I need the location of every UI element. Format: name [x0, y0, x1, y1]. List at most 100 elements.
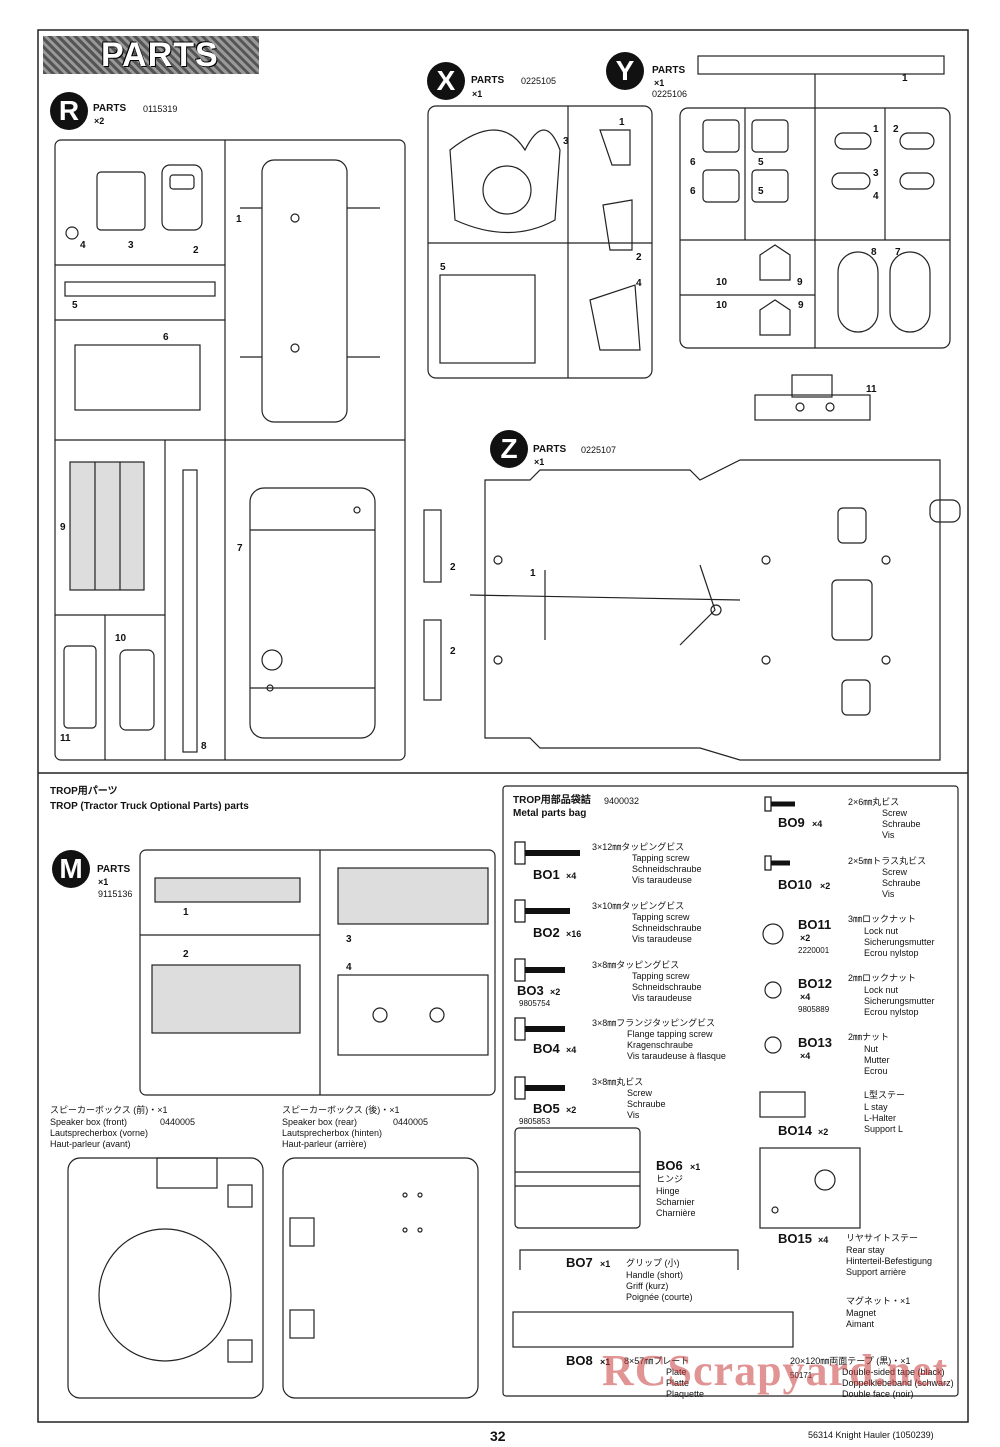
bo3-jp: 3×8㎜タッピングビス	[592, 960, 680, 970]
trop-heading-en: TROP (Tractor Truck Optional Parts) part…	[50, 801, 249, 812]
m-part-3: 3	[346, 934, 352, 945]
y-part-2: 2	[893, 124, 899, 135]
bo2-l1: Tapping screw	[632, 912, 690, 922]
bo8-l2: Platte	[666, 1378, 690, 1388]
m-part-4: 4	[346, 962, 352, 973]
bo7-l3: Poignée (courte)	[626, 1292, 693, 1302]
bo14-jp: L型ステー	[864, 1090, 906, 1100]
sprue-x-label: PARTS	[471, 75, 505, 86]
bo2-jp: 3×10㎜タッピングビス	[592, 901, 685, 911]
bo10-l3: Vis	[882, 889, 895, 899]
metal-parts-drawing	[502, 785, 959, 1397]
speaker-rear-fr: Haut-parleur (arrière)	[282, 1139, 367, 1149]
bo11-code: BO11	[798, 917, 832, 932]
bo11-l3: Ecrou nylstop	[864, 948, 919, 958]
bo5-l2: Schraube	[627, 1099, 666, 1109]
r-part-2: 2	[193, 245, 199, 256]
speaker-rear-jp: スピーカーボックス (後)・×1	[282, 1105, 400, 1115]
bo3-num: 9805754	[519, 999, 551, 1008]
bo7-l1: Handle (short)	[626, 1270, 684, 1280]
bo10-l1: Screw	[882, 867, 908, 877]
sprue-m-tag: M	[52, 850, 90, 888]
bo10-qty: ×2	[820, 881, 831, 891]
bo4-l1: Flange tapping screw	[627, 1029, 713, 1039]
bo14-l1: L stay	[864, 1102, 888, 1112]
bo1-qty: ×4	[566, 871, 577, 881]
sprue-y-qty: ×1	[654, 78, 665, 88]
bo1-l2: Schneidschraube	[632, 864, 702, 874]
bo15-l2: Hinterteil-Befestigung	[846, 1256, 933, 1266]
sprue-z-qty: ×1	[534, 457, 545, 467]
bo1-l1: Tapping screw	[632, 853, 690, 863]
sprue-r-label: PARTS	[93, 103, 127, 114]
bo4-l3: Vis taraudeuse à flasque	[627, 1051, 726, 1061]
bo7-qty: ×1	[600, 1259, 611, 1269]
bo4-code: BO4	[533, 1041, 560, 1056]
bo3-l1: Tapping screw	[632, 971, 690, 981]
sprue-m-qty: ×1	[98, 877, 109, 887]
watermark: RCScrapyard.net	[602, 1346, 949, 1395]
sprue-m-drawing	[139, 849, 496, 1096]
bo9-l3: Vis	[882, 830, 895, 840]
r-part-4: 4	[80, 240, 86, 251]
metal-bag-title-en: Metal parts bag	[513, 808, 587, 819]
y-part-1-runner: 1	[902, 73, 908, 84]
speaker-front-jp: スピーカーボックス (前)・×1	[50, 1105, 168, 1115]
y-part-8: 8	[871, 247, 877, 258]
bo9-code: BO9	[778, 815, 805, 830]
sprue-r-qty: ×2	[94, 116, 105, 126]
r-part-9: 9	[60, 522, 66, 533]
bo3-qty: ×2	[550, 987, 561, 997]
bo6-code: BO6	[656, 1158, 683, 1173]
y-part-11: 11	[866, 384, 877, 395]
bo15-jp: リヤサイトステー	[846, 1233, 919, 1243]
x-part-4: 4	[636, 278, 642, 289]
sprue-y-drawing	[679, 55, 951, 421]
x-part-5: 5	[440, 262, 446, 273]
bo3-l2: Schneidschraube	[632, 982, 702, 992]
bo6-l1: Hinge	[656, 1186, 680, 1196]
bo9-jp: 2×6㎜丸ビス	[848, 797, 900, 807]
bo8-jp: 8×57㎜プレート	[624, 1356, 690, 1366]
sprue-z-drawing	[423, 459, 961, 761]
screw-icons	[514, 796, 795, 1100]
bo5-code: BO5	[533, 1101, 560, 1116]
z-part-2b: 2	[450, 646, 456, 657]
bo13-l3: Ecrou	[864, 1066, 888, 1076]
y-part-1: 1	[873, 124, 879, 135]
tape-num: 50171	[790, 1371, 813, 1380]
bo7-l2: Griff (kurz)	[626, 1281, 669, 1291]
bo6-qty: ×1	[690, 1162, 701, 1172]
magnet-l2: Aimant	[846, 1319, 875, 1329]
y-part-9b: 9	[798, 300, 804, 311]
bo8-code: BO8	[566, 1353, 593, 1368]
tape-l3: Double face (noir)	[842, 1389, 914, 1399]
r-part-11: 11	[60, 733, 71, 744]
bo9-l1: Screw	[882, 808, 908, 818]
r-part-1: 1	[236, 214, 242, 225]
bo3-l3: Vis taraudeuse	[632, 993, 692, 1003]
speaker-front-en: Speaker box (front)	[50, 1117, 128, 1127]
bo5-num: 9805853	[519, 1117, 551, 1126]
metal-bag-title-jp: TROP用部品袋詰	[513, 795, 591, 806]
bo13-jp: 2㎜ナット	[848, 1032, 890, 1042]
bo12-qty: ×4	[800, 992, 811, 1002]
bo4-l2: Kragenschraube	[627, 1040, 694, 1050]
sprue-y-label: PARTS	[652, 65, 686, 76]
bo2-l2: Schneidschraube	[632, 923, 702, 933]
y-part-10b: 10	[716, 300, 728, 311]
r-part-7: 7	[237, 543, 243, 554]
sprue-x-code: 0225105	[521, 76, 557, 86]
bo5-qty: ×2	[566, 1105, 577, 1115]
bo5-l3: Vis	[627, 1110, 640, 1120]
x-part-3: 3	[563, 136, 569, 147]
sprue-x-qty: ×1	[472, 89, 483, 99]
bo11-jp: 3㎜ロックナット	[848, 914, 917, 924]
speaker-rear-code: 0440005	[393, 1117, 429, 1127]
page-number: 32	[490, 1428, 506, 1444]
bo12-jp: 2㎜ロックナット	[848, 973, 917, 983]
metal-bag-code: 9400032	[604, 796, 640, 806]
sprue-z-label: PARTS	[533, 444, 567, 455]
y-part-7: 7	[895, 247, 901, 258]
